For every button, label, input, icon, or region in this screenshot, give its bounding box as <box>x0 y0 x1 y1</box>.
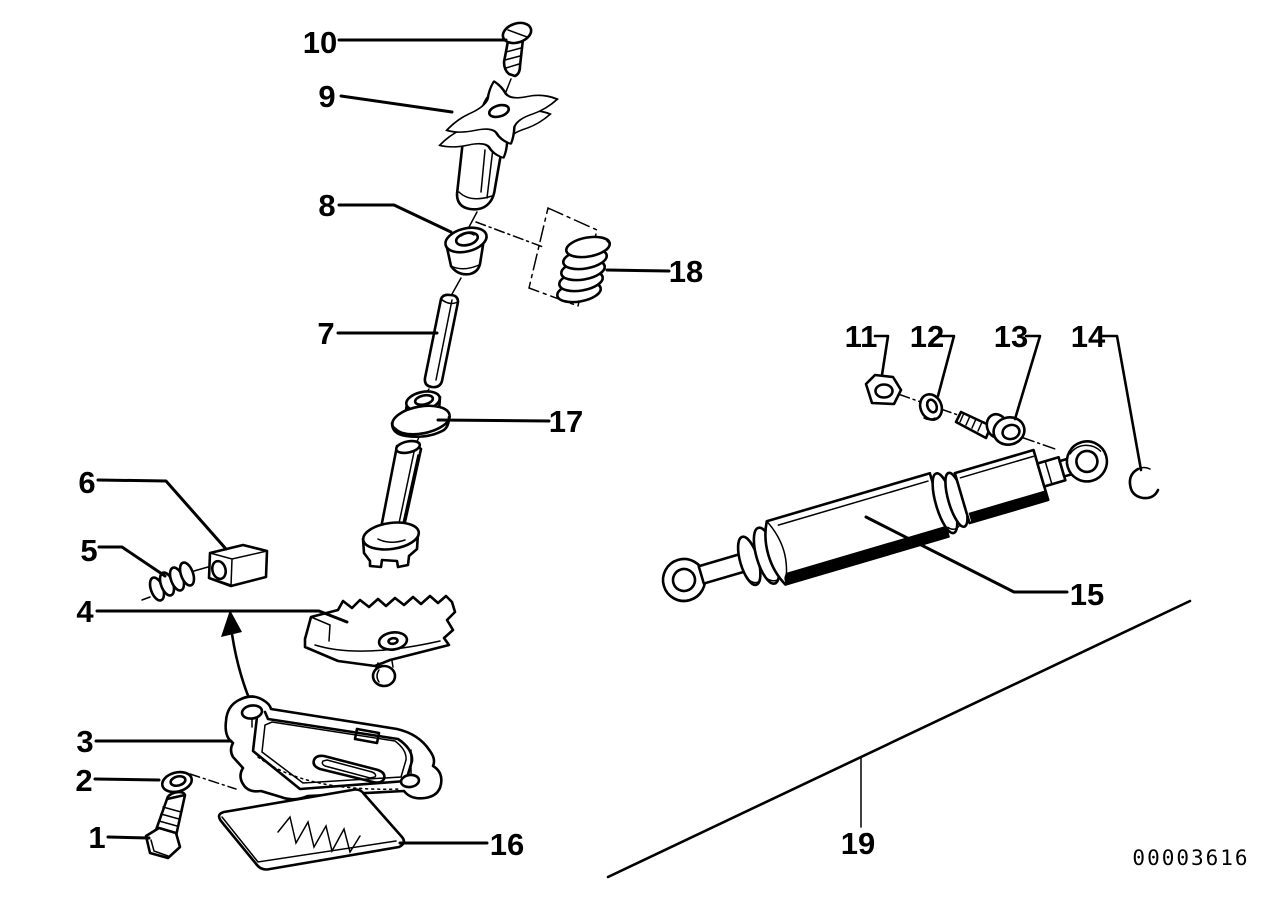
clip-14 <box>1128 466 1160 500</box>
bolt-1 <box>144 790 187 860</box>
callout-1[interactable]: 1 <box>88 820 105 855</box>
callout-4[interactable]: 4 <box>76 594 94 629</box>
callout-8[interactable]: 8 <box>318 188 335 223</box>
leader-lines <box>93 38 1143 845</box>
bushing-8 <box>444 226 488 276</box>
callout-13[interactable]: 13 <box>994 319 1028 354</box>
callout-6[interactable]: 6 <box>78 465 95 500</box>
steering-damper-15 <box>661 440 1109 603</box>
callout-14[interactable]: 14 <box>1071 319 1106 354</box>
knob-shaft <box>455 138 505 211</box>
callout-10[interactable]: 10 <box>303 25 337 60</box>
callout-7[interactable]: 7 <box>317 316 334 351</box>
callout-17[interactable]: 17 <box>549 404 583 439</box>
grommet-17 <box>390 390 451 439</box>
callout-19[interactable]: 19 <box>841 826 875 861</box>
spring-detail-box <box>528 206 598 307</box>
callout-11[interactable]: 11 <box>845 319 878 354</box>
callout-9[interactable]: 9 <box>318 79 335 114</box>
callout-5[interactable]: 5 <box>80 533 97 568</box>
spring-18 <box>555 235 612 304</box>
washer-2 <box>160 770 194 794</box>
bracket-3 <box>224 695 443 801</box>
ratchet-plate-4 <box>303 594 457 688</box>
callout-15[interactable]: 15 <box>1070 577 1104 612</box>
clamp-block-6 <box>207 543 269 588</box>
nut-11 <box>864 373 903 406</box>
spring-5 <box>141 561 209 602</box>
axis-lines <box>189 78 1059 790</box>
pin-tube-7 <box>423 293 460 389</box>
bolt-13 <box>954 410 1026 446</box>
callout-18[interactable]: 18 <box>669 254 703 289</box>
lever-shaft <box>361 439 423 569</box>
callout-12[interactable]: 12 <box>910 319 944 354</box>
callout-labels: 10 9 8 7 17 18 6 5 4 3 2 1 16 11 12 13 1… <box>75 25 1106 862</box>
callout-2[interactable]: 2 <box>75 763 92 798</box>
callout-3[interactable]: 3 <box>76 724 93 759</box>
mounting-rod-19 <box>606 599 1192 879</box>
star-knob-9 <box>438 80 559 159</box>
friction-plate-16 <box>217 788 406 871</box>
diagram-id-code: 00003616 <box>1132 846 1249 870</box>
screw-10 <box>501 21 533 78</box>
washer-12 <box>918 393 944 421</box>
callout-16[interactable]: 16 <box>490 827 524 862</box>
